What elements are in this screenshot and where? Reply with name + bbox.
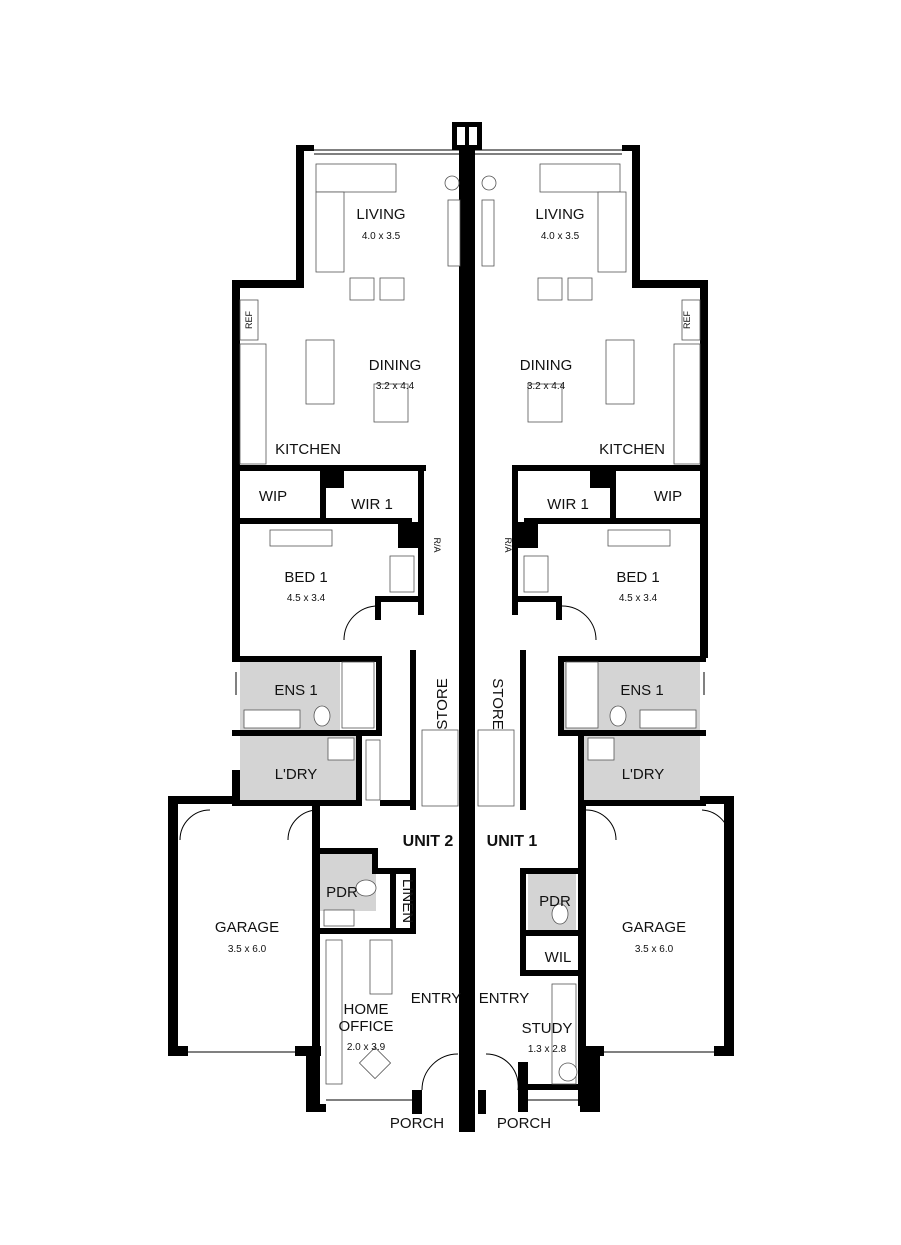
unit-name-right: UNIT 1 [487,833,538,850]
wir-label-right: WIR 1 [547,496,589,513]
ens-label-left: ENS 1 [274,682,317,699]
bed-label-right: BED 1 [616,569,659,586]
ref-label-right: REF [682,310,692,329]
dining-dim-right: 3.2 x 4.4 [527,381,566,392]
wip-label-right: WIP [654,488,682,505]
dining-dim-left: 3.2 x 4.4 [376,381,415,392]
office-dim-left: 2.0 x 3.9 [347,1042,386,1053]
garage-label-right: GARAGE [622,919,686,936]
entry-label-left: ENTRY [411,990,462,1007]
ref-label-left: REF [244,310,254,329]
pdr-label-right: PDR [539,893,571,910]
ra-label-right: R/A [503,537,513,552]
porch-label-left: PORCH [390,1115,444,1132]
wip-label-left: WIP [259,488,287,505]
bed-label-left: BED 1 [284,569,327,586]
living-dim-left: 4.0 x 3.5 [362,231,401,242]
study-dim-right: 1.3 x 2.8 [528,1044,567,1055]
laundry-label-left: L'DRY [275,766,318,783]
laundry-label-right: L'DRY [622,766,665,783]
study-label-right: STUDY [522,1020,573,1037]
office-label-left-2: OFFICE [339,1018,394,1035]
dining-label-right: DINING [520,357,573,374]
furniture [179,163,731,1091]
store-label-left: STORE [434,678,451,729]
entry-label-right: ENTRY [479,990,530,1007]
porch-label-right: PORCH [497,1115,551,1132]
bed-dim-right: 4.5 x 3.4 [619,593,658,604]
wil-label-right: WIL [545,949,572,966]
interior-walls [232,465,706,1106]
labels-unit-left: LIVING 4.0 x 3.5 DINING 3.2 x 4.4 KITCHE… [215,206,461,1132]
unit-name-left: UNIT 2 [403,833,454,850]
store-label-right: STORE [489,678,506,729]
garage-dim-left: 3.5 x 6.0 [228,944,267,955]
labels-unit-right: LIVING 4.0 x 3.5 DINING 3.2 x 4.4 KITCHE… [479,206,692,1132]
bed-dim-left: 4.5 x 3.4 [287,593,326,604]
dining-label-left: DINING [369,357,422,374]
outer-walls [168,122,734,1132]
garage-label-left: GARAGE [215,919,279,936]
kitchen-label-right: KITCHEN [599,441,665,458]
windows [188,149,714,1101]
living-label-left: LIVING [356,206,405,223]
wir-label-left: WIR 1 [351,496,393,513]
garage-dim-right: 3.5 x 6.0 [635,944,674,955]
ens-label-right: ENS 1 [620,682,663,699]
kitchen-label-left: KITCHEN [275,441,341,458]
living-label-right: LIVING [535,206,584,223]
pdr-label-left: PDR [326,884,358,901]
office-label-left-1: HOME [344,1001,389,1018]
ra-label-left: R/A [432,537,442,552]
linen-label-left: LINEN [399,879,416,923]
living-dim-right: 4.0 x 3.5 [541,231,580,242]
